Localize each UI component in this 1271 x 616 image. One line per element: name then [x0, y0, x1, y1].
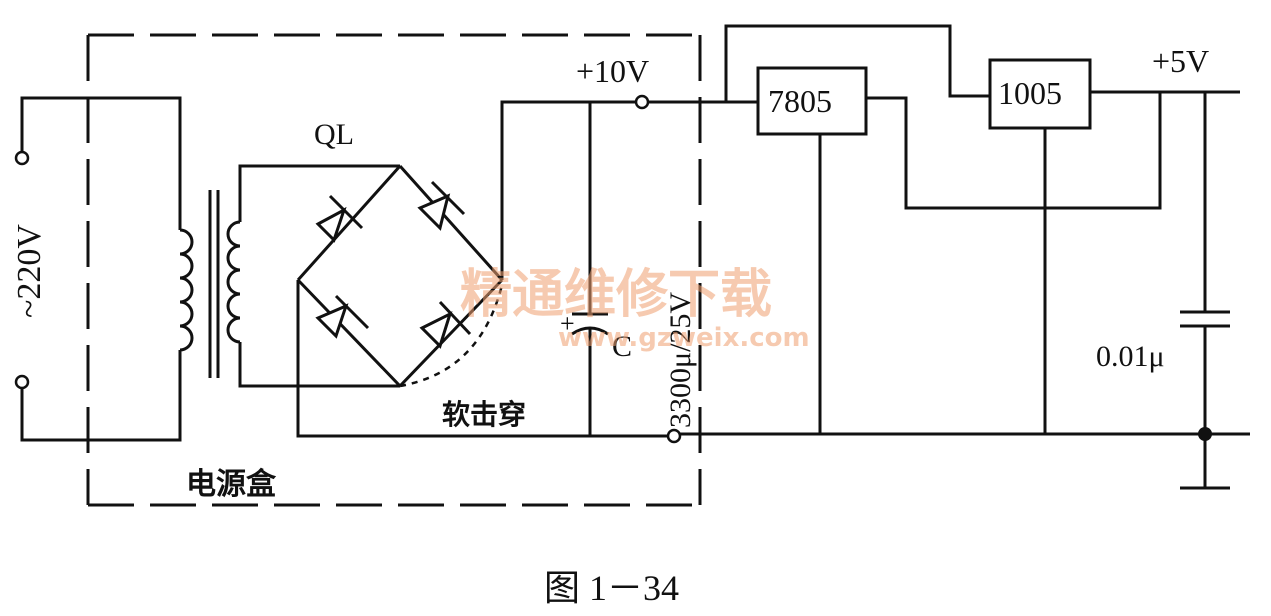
watermark-title: 精通维修下载	[460, 265, 772, 325]
terminal-ground	[666, 428, 682, 444]
label-soft-breakdown: 软击穿	[442, 398, 526, 431]
label-regulator-1005: 1005	[998, 75, 1062, 111]
filter-capacitor	[571, 102, 609, 436]
diode-2	[417, 180, 466, 231]
regulator-7805	[756, 66, 1162, 434]
label-filter-cap: 3300μ/25V	[664, 292, 697, 428]
label-regulator-7805: 7805	[768, 83, 832, 119]
regulator-1005	[988, 58, 1240, 434]
power-box-outline	[86, 33, 702, 507]
diode-1	[315, 194, 364, 243]
label-ac-input: ~220V	[11, 224, 48, 318]
diode-3	[315, 294, 370, 339]
watermark-url: www.gzweix.com	[558, 323, 810, 353]
label-output-5v: +5V	[1152, 43, 1209, 79]
label-rectifier: QL	[314, 118, 354, 151]
diode-4	[419, 300, 472, 349]
bridge-rectifier	[296, 100, 668, 438]
label-output-10v: +10V	[576, 53, 649, 89]
transformer	[179, 164, 400, 388]
label-power-box: 电源盒	[186, 467, 277, 502]
label-cap-polarity: +	[560, 309, 575, 338]
bypass-capacitor	[1180, 92, 1230, 490]
terminal-10v	[634, 94, 650, 110]
soft-breakdown-arc	[399, 284, 504, 388]
figure-caption: 图 1－34	[544, 568, 679, 608]
label-bypass-cap: 0.01μ	[1096, 340, 1165, 373]
label-cap-ref: C	[612, 330, 632, 363]
ac-input	[14, 96, 182, 442]
